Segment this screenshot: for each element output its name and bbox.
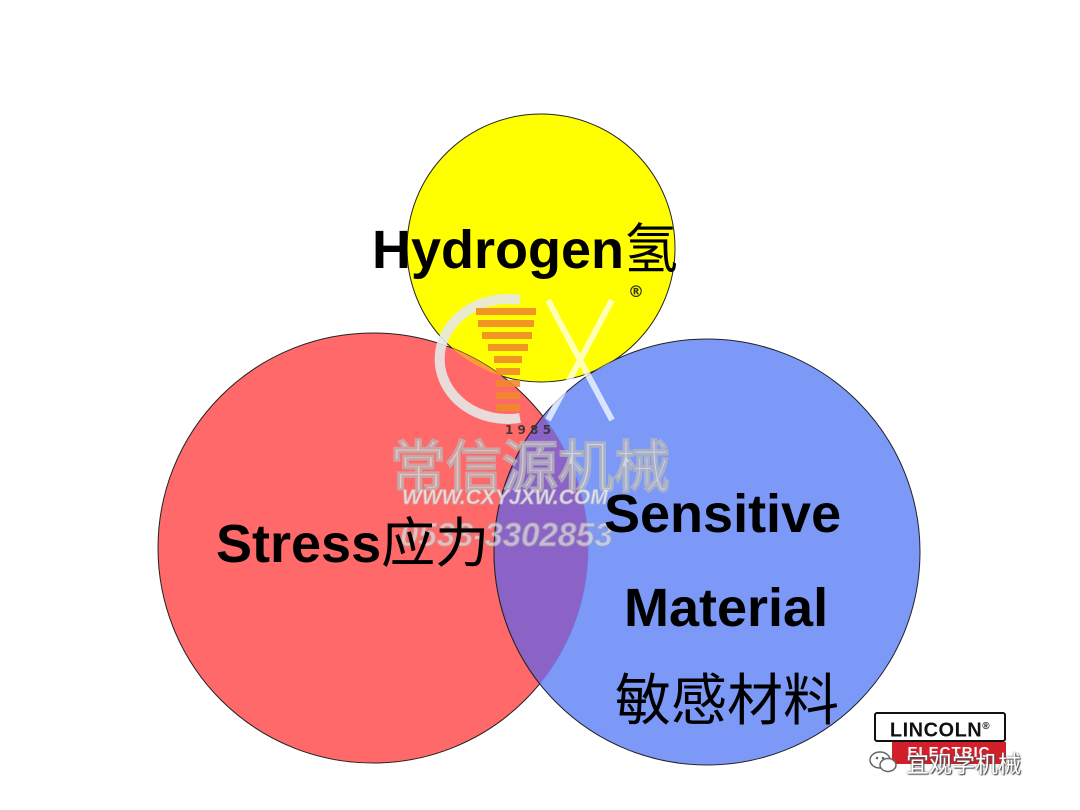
wechat-caption: 宜观学机械 xyxy=(868,745,1021,779)
wechat-icon xyxy=(869,751,897,773)
lincoln-logo-registered: ® xyxy=(982,721,991,732)
watermark-x-mark xyxy=(545,298,615,422)
watermark-phone: 0533-3302853 xyxy=(400,516,613,553)
hydrogen-circle xyxy=(406,113,676,383)
stress-material-overlap xyxy=(493,338,588,763)
material-label-line1: Sensitive xyxy=(604,484,841,544)
watermark-year: 1 9 8 5 xyxy=(505,423,551,437)
stress-label: Stress应力 xyxy=(216,512,489,575)
watermark-logo: ® 1 9 8 5 常信源机械 WWW.CXYJXW.COM 0533-3302… xyxy=(390,282,671,554)
watermark-c-arc xyxy=(434,294,521,424)
watermark-company: 常信源机械 xyxy=(390,436,670,501)
watermark-url: WWW.CXYJXW.COM xyxy=(402,486,608,509)
hydrogen-label-cjk: 氢 xyxy=(624,218,678,281)
hydrogen-label: Hydrogen氢 xyxy=(372,218,678,281)
wechat-account-name: 宜观学机械 xyxy=(906,752,1021,778)
material-label-line2: Material xyxy=(624,578,828,638)
watermark-registered: ® xyxy=(628,282,644,301)
lincoln-logo-name: LINCOLN xyxy=(889,719,983,742)
lincoln-logo-bottom: ELECTRIC xyxy=(892,742,1006,764)
stress-label-cjk: 应力 xyxy=(381,512,489,575)
watermark-y-stripes xyxy=(476,308,536,411)
material-label-cjk: 敏感材料 xyxy=(615,669,839,734)
lincoln-logo-top: LINCOLN® xyxy=(874,712,1006,742)
stress-label-en: Stress xyxy=(216,514,381,574)
lincoln-electric-logo: LINCOLN® ELECTRIC xyxy=(874,712,1006,768)
hydrogen-label-en: Hydrogen xyxy=(372,220,624,280)
